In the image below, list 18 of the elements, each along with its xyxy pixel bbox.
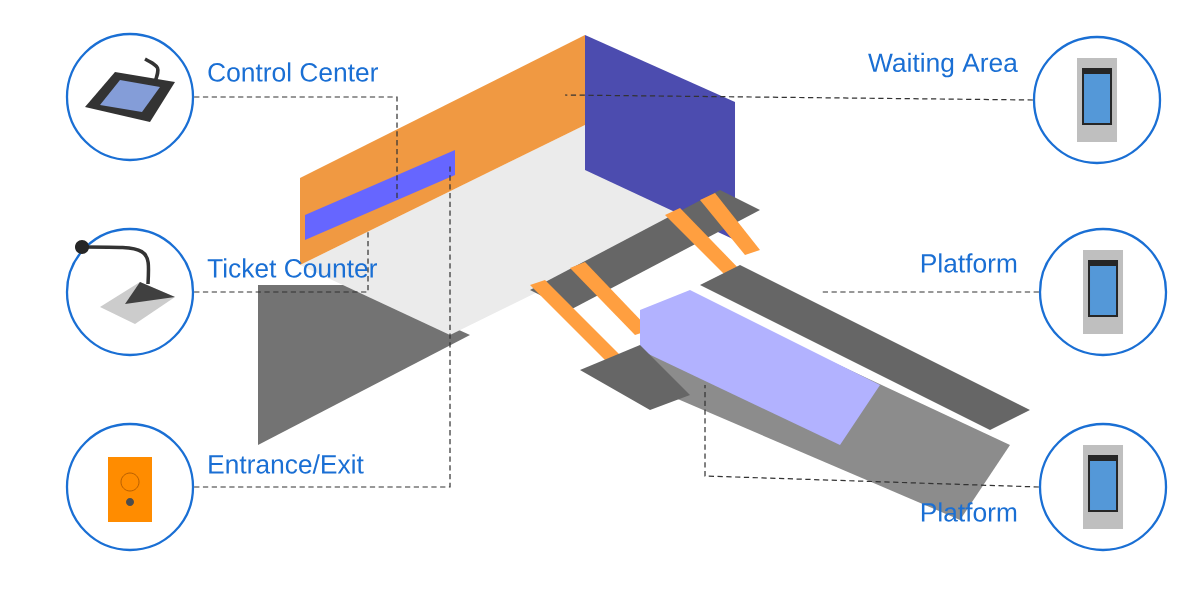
device-circle (65, 32, 195, 162)
leader-line (193, 96, 398, 201)
location-label: Entrance/Exit (209, 454, 364, 474)
location-label: Ticket Counter (207, 258, 377, 278)
location-label: Platform (921, 502, 1017, 522)
device-circle (1038, 227, 1168, 357)
device-circle (1038, 422, 1168, 552)
device-circle (1032, 35, 1162, 165)
leader-line (193, 229, 369, 293)
leader-line (819, 291, 1040, 293)
location-label: Control Center (208, 62, 378, 82)
leader-line (193, 164, 451, 488)
location-label: Platform (921, 253, 1017, 273)
leader-line (564, 94, 1034, 101)
location-label: Waiting Area (868, 52, 1018, 78)
leader-line (704, 384, 1040, 488)
device-circle (65, 227, 195, 357)
device-circle (65, 422, 195, 552)
